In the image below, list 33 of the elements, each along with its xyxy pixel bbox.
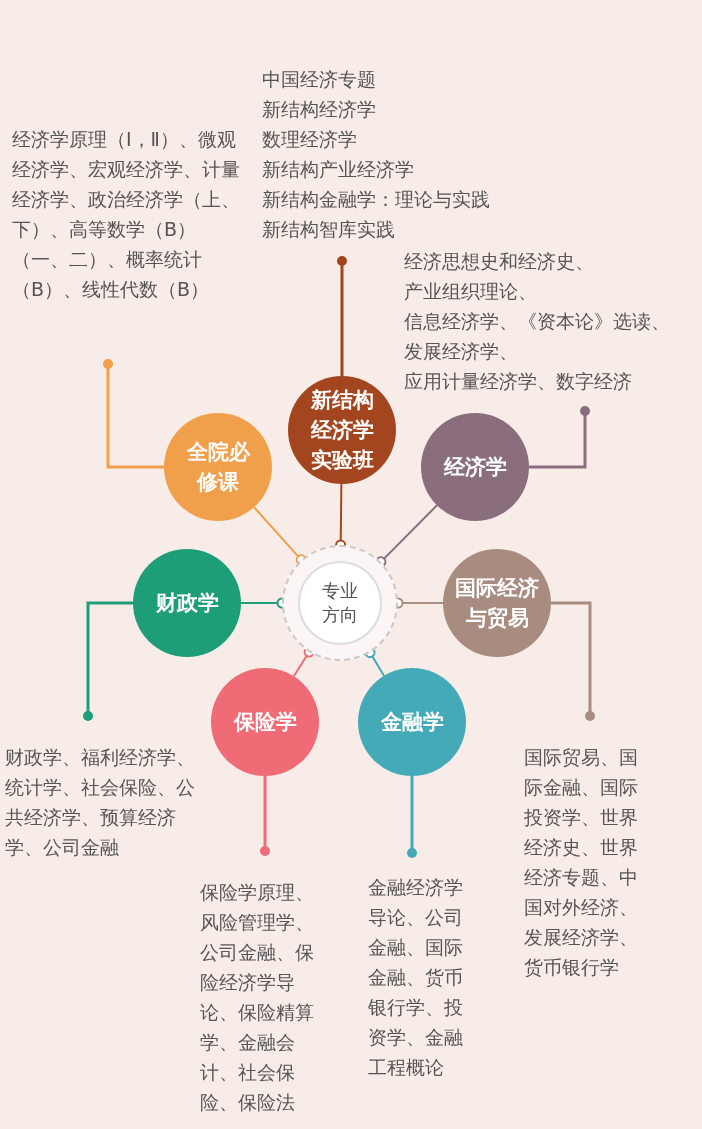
topic-circle: 财政学 bbox=[133, 549, 241, 657]
course-name: 发展经济学、 bbox=[404, 339, 519, 364]
course-name: 经济思想史和经济史、 bbox=[404, 249, 595, 274]
topic-circle: 金融学 bbox=[358, 668, 466, 776]
topic-circle: 保险学 bbox=[211, 668, 319, 776]
course-name: 数理经济学 bbox=[262, 127, 358, 152]
topic-circle: 全院必修课 bbox=[164, 413, 272, 521]
course-name: 中国经济专题 bbox=[262, 67, 377, 92]
course-list: 保险学原理、风险管理学、公司金融、保险经济学导论、保险精算学、金融会计、社会保险、保险法 bbox=[200, 877, 318, 1117]
connector-line bbox=[253, 506, 307, 566]
topic-circle: 经济学 bbox=[421, 413, 529, 521]
course-name: 新结构智库实践 bbox=[262, 217, 396, 242]
leader-line bbox=[407, 776, 417, 858]
course-list: 金融经济学导论、公司金融、国际金融、货币银行学、投资学、金融工程概论 bbox=[368, 872, 468, 1082]
leader-line bbox=[103, 359, 164, 469]
leader-line bbox=[529, 406, 590, 469]
course-list: 经济学原理（Ⅰ，Ⅱ）、微观经济学、宏观经济学、计量经济学、政治经济学（上、下）、高等数学（B）（一、二）、概率统计（B）、线性代数（B） bbox=[12, 124, 250, 304]
course-name: 新结构产业经济学 bbox=[262, 157, 415, 182]
course-name: 应用计量经济学、数字经济 bbox=[404, 369, 633, 394]
hub-circle: 专业方向 bbox=[298, 561, 382, 645]
topic-circle: 国际经济与贸易 bbox=[443, 549, 551, 657]
course-list: 国际贸易、国际金融、国际投资学、世界经济史、世界经济专题、中国对外经济、发展经济学、货币银行学 bbox=[524, 742, 642, 982]
leader-line bbox=[551, 601, 595, 721]
leader-line bbox=[260, 776, 270, 856]
course-name: 信息经济学、《资本论》选读、 bbox=[404, 309, 671, 334]
topic-circle: 新结构经济学实验班 bbox=[288, 376, 396, 484]
course-name: 新结构经济学 bbox=[262, 97, 377, 122]
leader-line bbox=[337, 256, 347, 376]
leader-line bbox=[83, 601, 133, 721]
connector-line bbox=[364, 647, 386, 677]
course-list: 财政学、福利经济学、统计学、社会保险、公共经济学、预算经济学、公司金融 bbox=[5, 742, 201, 862]
course-name: 产业组织理论、 bbox=[404, 279, 538, 304]
course-name: 新结构金融学：理论与实践 bbox=[262, 187, 491, 212]
